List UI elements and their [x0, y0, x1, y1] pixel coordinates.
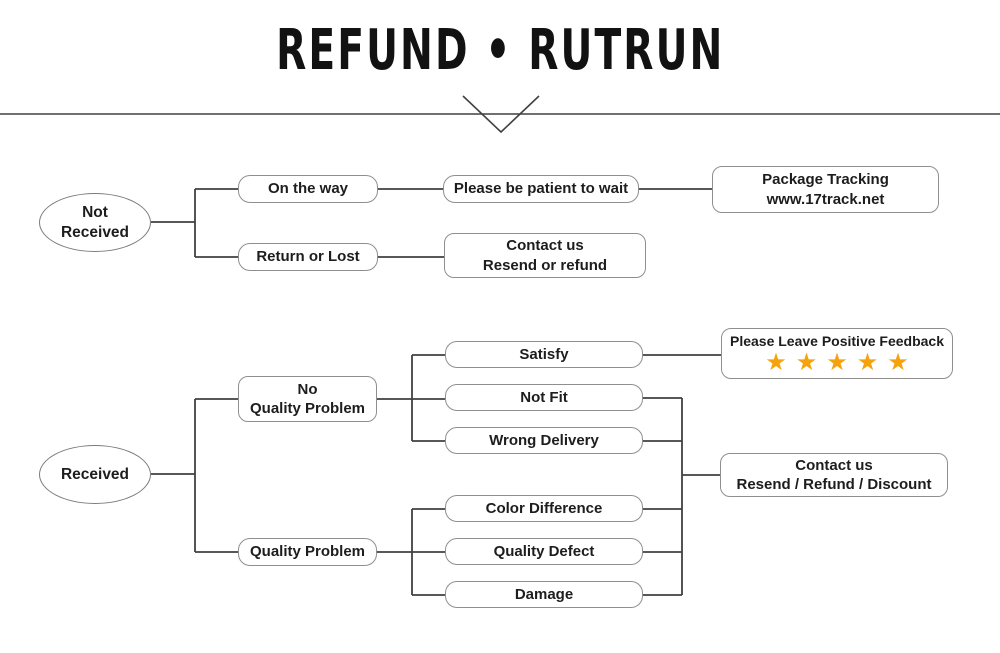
node-on-the-way: On the way	[238, 175, 378, 203]
not-fit-label: Not Fit	[520, 388, 568, 406]
package-tracking-url: www.17track.net	[766, 190, 885, 208]
not-received-line2: Received	[60, 223, 130, 241]
not-received-line1: Not	[82, 204, 108, 222]
package-tracking-line1: Package Tracking	[762, 171, 889, 188]
no-quality-problem-line2: Quality Problem	[249, 400, 366, 417]
five-star-rating-icon: ★★★★★	[765, 348, 918, 377]
ellipse-not-received: Not Received	[39, 193, 151, 252]
node-quality-defect: Quality Defect	[445, 538, 643, 565]
node-positive-feedback: Please Leave Positive Feedback ★★★★★	[721, 328, 953, 379]
page-title: REFUND • RUTRUN	[0, 18, 1000, 83]
page-title-text: REFUND • RUTRUN	[275, 18, 725, 83]
node-wrong-delivery: Wrong Delivery	[445, 427, 643, 454]
node-package-tracking: Package Tracking www.17track.net	[712, 166, 939, 213]
contact-us-full-line2: Resend / Refund / Discount	[736, 476, 932, 493]
node-contact-us-full: Contact us Resend / Refund / Discount	[720, 453, 948, 497]
node-no-quality-problem: No Quality Problem	[238, 376, 377, 422]
node-please-be-patient: Please be patient to wait	[443, 175, 639, 203]
quality-defect-label: Quality Defect	[493, 542, 595, 560]
no-quality-problem-line1: No	[297, 380, 318, 398]
node-contact-us-resend: Contact us Resend or refund	[444, 233, 646, 278]
wrong-delivery-label: Wrong Delivery	[489, 431, 599, 449]
node-damage: Damage	[445, 581, 643, 608]
ellipse-received: Received	[39, 445, 151, 504]
chevron-down-icon	[462, 95, 540, 134]
please-be-patient-label: Please be patient to wait	[453, 180, 629, 198]
return-or-lost-label: Return or Lost	[256, 248, 360, 266]
quality-problem-label: Quality Problem	[249, 543, 366, 561]
on-the-way-label: On the way	[267, 180, 349, 198]
contact-us-resend-line1: Contact us	[506, 237, 584, 254]
node-satisfy: Satisfy	[445, 341, 643, 368]
contact-us-resend-line2: Resend or refund	[482, 256, 608, 274]
node-quality-problem: Quality Problem	[238, 538, 377, 566]
contact-us-full-line1: Contact us	[795, 456, 873, 474]
damage-label: Damage	[514, 585, 574, 603]
node-color-difference: Color Difference	[445, 495, 643, 522]
received-label: Received	[60, 465, 130, 483]
node-not-fit: Not Fit	[445, 384, 643, 411]
color-difference-label: Color Difference	[485, 499, 603, 517]
satisfy-label: Satisfy	[519, 345, 569, 363]
node-return-or-lost: Return or Lost	[238, 243, 378, 271]
positive-feedback-label: Please Leave Positive Feedback	[729, 333, 944, 349]
